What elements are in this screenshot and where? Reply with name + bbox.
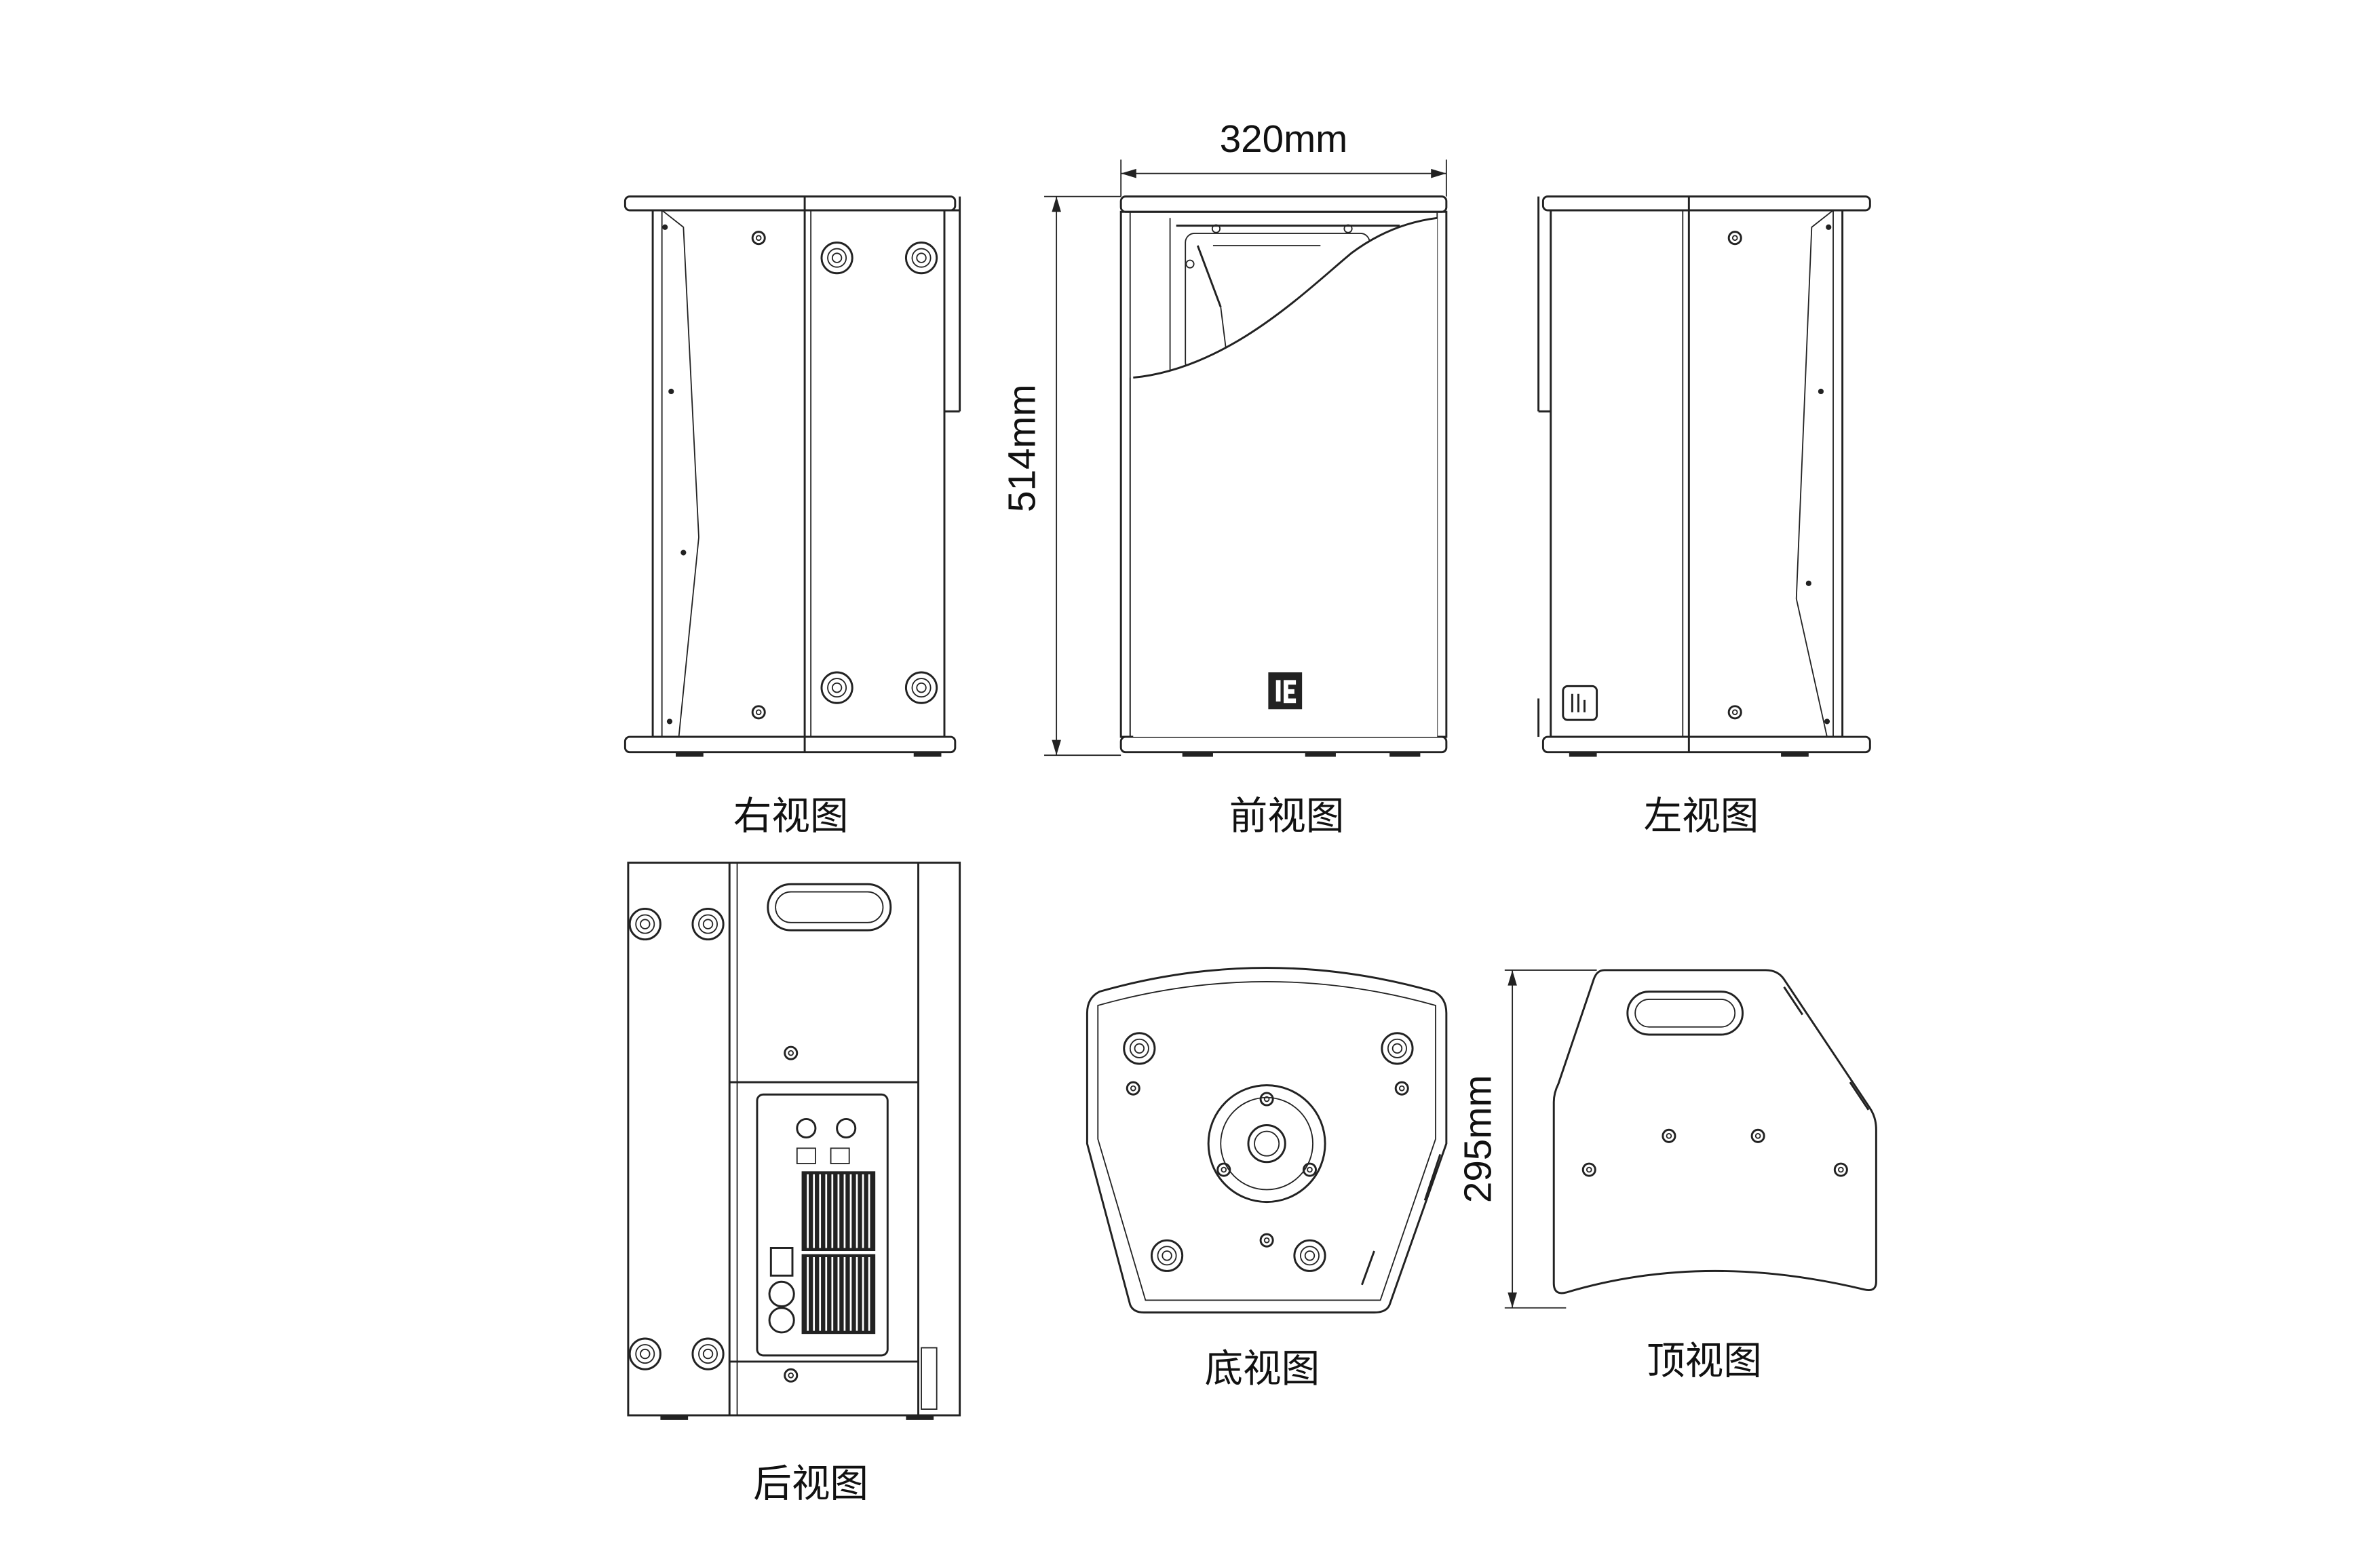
bottom-view: 底视图 [1086,967,1448,1391]
side-logo [1562,685,1598,721]
depth-dimension: 295mm [1456,1075,1499,1204]
bottom-view-label: 底视图 [1205,1346,1320,1391]
brand-logo [1268,672,1303,710]
top-view: 295mm 顶视图 [1456,969,1877,1383]
amplifier-panel [756,1093,889,1357]
left-view-label: 左视图 [1644,794,1759,839]
back-view-label: 后视图 [753,1461,868,1506]
front-view: 320mm 514mm 前视图 [1000,117,1448,839]
left-view: 左视图 [1537,195,1871,839]
height-dimension: 514mm [1000,384,1043,512]
right-view-label: 右视图 [733,794,849,839]
width-dimension: 320mm [1220,117,1348,160]
top-view-label: 顶视图 [1647,1339,1762,1383]
right-view: 右视图 [623,195,961,839]
back-view: 后视图 [627,862,961,1506]
front-view-label: 前视图 [1229,794,1345,839]
